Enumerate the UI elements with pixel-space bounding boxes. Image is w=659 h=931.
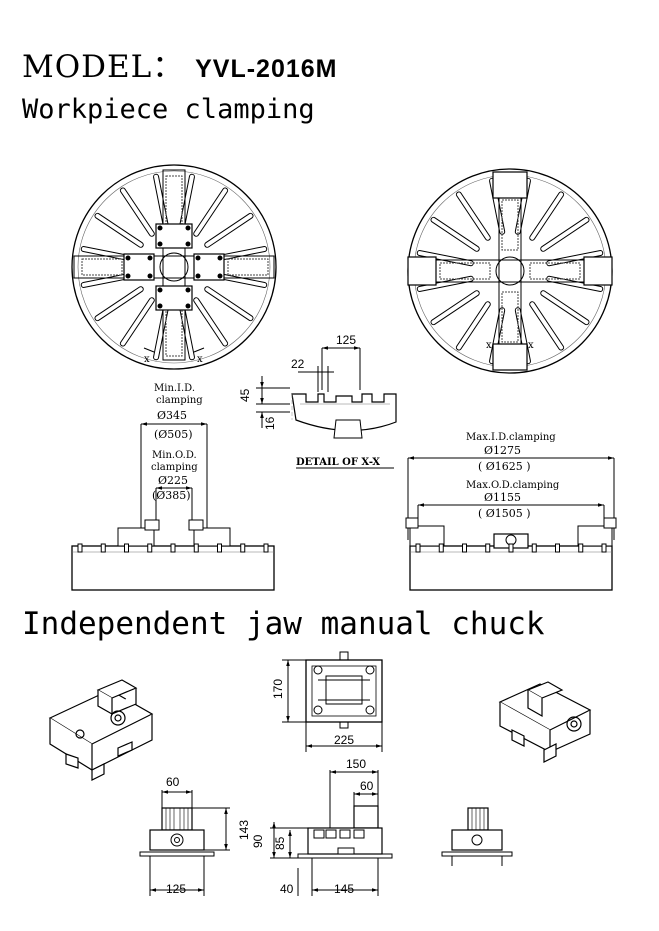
jaw-side-dim-150: 150: [346, 757, 366, 771]
side-bolt: [77, 543, 83, 553]
radial-slot: [431, 217, 479, 251]
radial-slot: [154, 174, 169, 230]
min-id-alt: (Ø505): [154, 428, 193, 441]
jaw-isometric-left: [48, 679, 154, 781]
right-chuck-top-view: [407, 168, 613, 374]
max-id-alt: ( Ø1625 ): [478, 460, 531, 473]
side-bolt: [193, 543, 199, 553]
jaw-front-view: [139, 790, 230, 896]
side-bolt: [170, 543, 176, 553]
min-od-line1: Min.O.D.: [152, 450, 197, 461]
jaw-side-dim-60: 60: [360, 779, 374, 793]
side-bolt: [438, 543, 444, 553]
detail-dim-22: 22: [291, 357, 305, 371]
section-title-independent-jaw-chuck: Independent jaw manual chuck: [22, 606, 545, 642]
min-id-line2: clamping: [156, 395, 203, 406]
radial-slot: [530, 192, 564, 240]
min-od-value: Ø225: [158, 474, 188, 487]
side-bolt: [147, 543, 153, 553]
jaw-front-dim-143: 143: [237, 820, 251, 840]
detail-dim-16: 16: [263, 416, 277, 430]
jaw-front-dim-125: 125: [166, 882, 186, 896]
radial-slot: [179, 304, 194, 360]
side-bolt: [601, 543, 607, 553]
side-bolt: [217, 543, 222, 553]
radial-slot: [205, 287, 253, 321]
section-title-workpiece-clamping: Workpiece clamping: [22, 94, 315, 125]
radial-slot: [417, 251, 473, 266]
radial-slot: [194, 298, 228, 346]
side-bolt: [100, 543, 106, 553]
side-bolt: [240, 543, 246, 553]
jaw-side-dim-145: 145: [334, 882, 354, 896]
jaw-isometric-right: [498, 681, 592, 763]
left-chuck-side-view: [71, 519, 275, 591]
side-bolt: [462, 543, 467, 553]
radial-slot: [95, 213, 143, 247]
radial-slot: [456, 302, 490, 350]
left-chuck-top-view: [71, 164, 277, 370]
detail-title: DETAIL OF X-X: [296, 457, 380, 468]
side-bolt: [555, 543, 560, 553]
side-bolt: [124, 543, 129, 553]
model-name: YVL-2016M: [195, 55, 338, 83]
detail-dim-125: 125: [336, 333, 356, 347]
jaw-front-dim-60: 60: [166, 775, 180, 789]
radial-slot: [120, 188, 154, 236]
section-mark-left: x: [144, 354, 150, 365]
side-bolt: [578, 543, 584, 553]
side-bolt: [263, 543, 269, 553]
max-od-label: Max.O.D.clamping: [466, 480, 560, 491]
jaw-side-view: [270, 770, 393, 896]
min-id-value: Ø345: [157, 409, 187, 422]
radial-slot: [541, 291, 589, 325]
radial-slot: [431, 291, 479, 325]
radial-slot: [547, 276, 603, 291]
model-title: MODEL： YVL-2016M: [22, 52, 337, 83]
jaw-side-dim-90: 90: [251, 834, 265, 848]
radial-slot: [154, 304, 169, 360]
radial-slot: [95, 287, 143, 321]
radial-slot: [179, 174, 194, 230]
radial-slot: [417, 276, 473, 291]
radial-slot: [194, 188, 228, 236]
max-id-label: Max.I.D.clamping: [466, 432, 556, 443]
model-prefix: MODEL：: [22, 49, 185, 85]
side-bolt: [485, 543, 491, 553]
detail-x-x-section: [256, 346, 397, 439]
radial-slot: [530, 302, 564, 350]
min-od-line2: clamping: [151, 462, 198, 473]
right-chuck-side-view: [405, 517, 617, 591]
section-mark-right: x: [197, 354, 203, 365]
radial-slot: [205, 213, 253, 247]
section-mark-right-chuck-right: x: [528, 340, 534, 351]
jaw-top-view: [282, 651, 383, 752]
side-bolt: [508, 543, 514, 553]
min-od-alt: (Ø385): [152, 489, 191, 502]
side-bolt: [531, 543, 537, 553]
jaw-top-dim-225: 225: [334, 733, 354, 747]
radial-slot: [456, 192, 490, 240]
jaw-side-dim-85: 85: [273, 836, 287, 850]
jaw-side-dim-40: 40: [280, 882, 294, 896]
max-od-value: Ø1155: [484, 491, 521, 504]
max-id-value: Ø1275: [484, 444, 521, 457]
detail-dim-45: 45: [238, 388, 252, 402]
side-bolt: [415, 543, 421, 553]
max-od-alt: ( Ø1505 ): [478, 507, 531, 520]
radial-slot: [541, 217, 589, 251]
section-mark-right-chuck-left: x: [486, 340, 492, 351]
radial-slot: [547, 251, 603, 266]
jaw-top-dim-170: 170: [271, 679, 285, 699]
min-id-line1: Min.I.D.: [154, 383, 195, 394]
radial-slot: [120, 298, 154, 346]
jaw-rear-view: [441, 807, 513, 866]
